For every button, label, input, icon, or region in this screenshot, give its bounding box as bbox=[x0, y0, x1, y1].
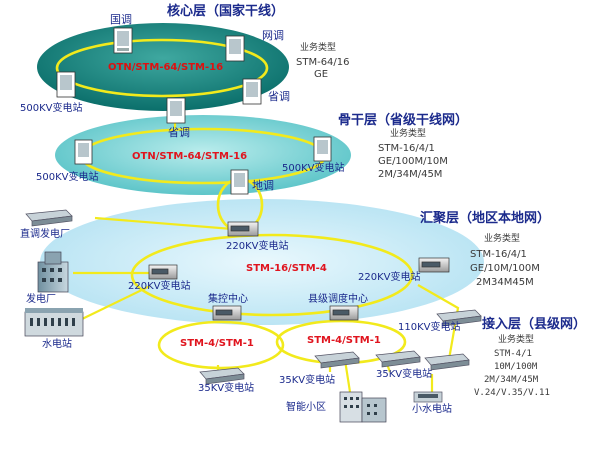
access-layer-title: 接入层（县级网） bbox=[482, 317, 587, 332]
backbone-service-3: 2M/34M/45M bbox=[378, 169, 443, 180]
rack-icon-220kv-left bbox=[148, 264, 178, 280]
access-ring-left-label: STM-4/STM-1 bbox=[180, 338, 254, 349]
rack-icon-220kv-right bbox=[418, 257, 450, 273]
small-hydro-icon bbox=[413, 391, 443, 403]
aggregation-node-220kv-top: 220KV变电站 bbox=[226, 241, 289, 252]
access-service-3: 2M/34M/45M bbox=[484, 375, 539, 385]
cabinet-icon-shengdiao-core bbox=[242, 78, 262, 105]
core-ring bbox=[55, 38, 269, 98]
backbone-node-shengdiao: 省调 bbox=[168, 126, 190, 139]
modem-icon-35kv-mid bbox=[314, 351, 360, 369]
modem-icons bbox=[25, 209, 482, 385]
aggregation-node-220kv-left: 220KV变电站 bbox=[128, 281, 191, 292]
building-icon-power-plant bbox=[37, 251, 69, 293]
rack-icon-control-center bbox=[212, 305, 242, 321]
rack-device-icons bbox=[148, 221, 450, 321]
access-service-title: 业务类型 bbox=[498, 335, 535, 345]
core-service-title: 业务类型 bbox=[300, 43, 337, 53]
core-layer-title: 核心层（国家干线） bbox=[167, 4, 285, 19]
access-ring-right-label: STM-4/STM-1 bbox=[307, 335, 381, 346]
aggregation-ring bbox=[130, 233, 414, 317]
core-node-shengdiao: 省调 bbox=[268, 90, 290, 103]
aggregation-service-2: GE/10M/100M bbox=[470, 263, 540, 274]
modem-icon-35kv-right bbox=[375, 350, 421, 368]
core-node-500kv: 500KV变电站 bbox=[20, 103, 83, 114]
cabinet-icon-backbone-500kv-right bbox=[313, 136, 332, 162]
backbone-layer-title: 骨干层（省级干线网） bbox=[338, 113, 469, 128]
aggregation-layer-shape bbox=[40, 199, 484, 325]
access-service-1: STM-4/1 bbox=[494, 349, 532, 359]
aggregation-node-control-center: 集控中心 bbox=[208, 294, 248, 305]
aggregation-layer-title: 汇聚层（地区本地网） bbox=[420, 211, 551, 226]
backbone-service-title: 业务类型 bbox=[390, 129, 427, 139]
site-smart-district: 智能小区 bbox=[286, 402, 326, 413]
cabinet-icon-backbone-500kv-left bbox=[74, 139, 93, 165]
core-node-wangdiao: 网调 bbox=[262, 29, 284, 42]
core-node-icons bbox=[56, 27, 262, 124]
core-service-1: STM-64/16 bbox=[296, 57, 350, 68]
core-ring-label: OTN/STM-64/STM-16 bbox=[108, 62, 224, 73]
cabinet-icon-guodiao bbox=[113, 27, 133, 54]
modem-icon-110kv bbox=[436, 309, 482, 327]
access-service-4: V.24/V.35/V.11 bbox=[474, 388, 550, 398]
site-power-plant: 发电厂 bbox=[26, 294, 56, 305]
access-node-35kv-right: 35KV变电站 bbox=[376, 369, 433, 380]
site-direct-plant: 直调发电厂 bbox=[20, 229, 70, 240]
core-service-2: GE bbox=[314, 69, 329, 80]
access-node-35kv-mid: 35KV变电站 bbox=[279, 375, 336, 386]
backbone-node-didiao: 地调 bbox=[252, 179, 274, 192]
aggregation-node-county-dispatch: 县级调度中心 bbox=[308, 294, 368, 305]
rack-icon-county-dispatch bbox=[329, 305, 359, 321]
building-icon-smart-district bbox=[339, 391, 387, 423]
backbone-service-1: STM-16/4/1 bbox=[378, 143, 435, 154]
backbone-node-icons bbox=[74, 136, 332, 195]
core-node-guodiao: 国调 bbox=[110, 13, 132, 26]
site-hydro-station: 水电站 bbox=[42, 339, 72, 350]
cabinet-icon-didiao bbox=[230, 169, 249, 195]
cabinet-icon-core-500kv bbox=[56, 71, 76, 98]
aggregation-service-1: STM-16/4/1 bbox=[470, 249, 527, 260]
cabinet-icon-wangdiao bbox=[225, 35, 245, 62]
aggregation-service-title: 业务类型 bbox=[484, 234, 521, 244]
modem-icon-35kv-left bbox=[199, 367, 245, 385]
modem-icon-access-right bbox=[424, 353, 470, 371]
rack-icon-220kv-top bbox=[227, 221, 259, 237]
access-node-110kv: 110KV变电站 bbox=[398, 322, 461, 333]
backbone-node-500kv-left: 500KV变电站 bbox=[36, 172, 99, 183]
access-service-2: 10M/100M bbox=[494, 362, 538, 372]
aggregation-service-3: 2M34M45M bbox=[476, 277, 534, 288]
access-node-35kv-left: 35KV变电站 bbox=[198, 383, 255, 394]
building-icon-hydro-station bbox=[24, 308, 84, 337]
aggregation-ring-label: STM-16/STM-4 bbox=[246, 263, 327, 274]
backbone-ring-label: OTN/STM-64/STM-16 bbox=[132, 151, 248, 162]
access-ring-left bbox=[157, 320, 285, 370]
backbone-node-500kv-right: 500KV变电站 bbox=[282, 163, 345, 174]
backbone-service-2: GE/100M/10M bbox=[378, 156, 448, 167]
aggregation-node-220kv-right: 220KV变电站 bbox=[358, 272, 421, 283]
site-small-hydro: 小水电站 bbox=[412, 404, 452, 415]
cabinet-icon-shengdiao-link bbox=[166, 97, 186, 124]
modem-icon-direct-plant bbox=[25, 209, 73, 227]
